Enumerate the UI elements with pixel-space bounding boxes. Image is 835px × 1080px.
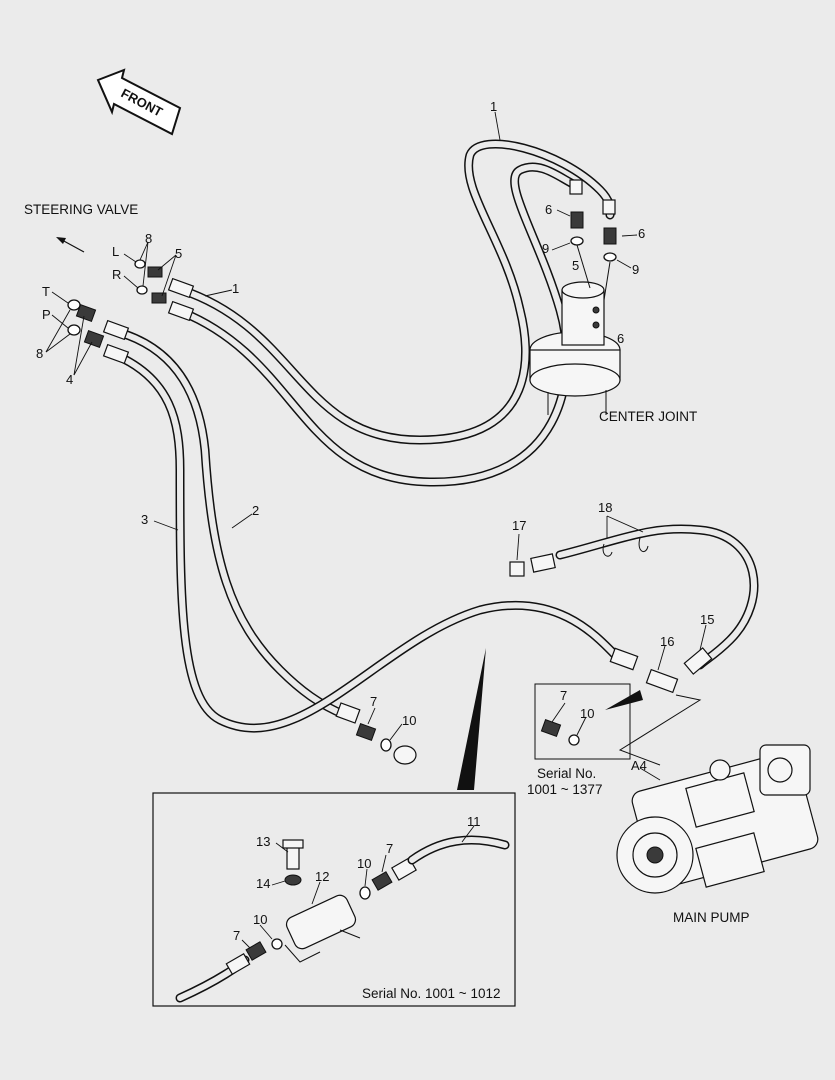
mid-fittings-7-10 xyxy=(335,702,417,765)
part-num-17: 17 xyxy=(512,518,526,533)
main-pump xyxy=(616,694,819,894)
part-num-13: 13 xyxy=(256,834,270,849)
serial-large-label: Serial No. 1001 ~ 1012 xyxy=(362,986,500,1001)
part-num-1-top: 1 xyxy=(490,99,497,114)
part-num-5-left: 5 xyxy=(175,246,182,261)
part-num-7-inset: 7 xyxy=(560,688,567,703)
port-label-L: L xyxy=(112,244,119,259)
part-num-11: 11 xyxy=(467,814,481,829)
part-num-10-large-a: 10 xyxy=(357,856,371,871)
adapter-4-fittings xyxy=(75,303,105,349)
part-num-6-a: 6 xyxy=(545,202,552,217)
part-num-18: 18 xyxy=(598,500,612,515)
part-num-10-large-b: 10 xyxy=(253,912,267,927)
part-num-9-a: 9 xyxy=(542,241,549,256)
port-label-P: P xyxy=(42,307,51,322)
o-rings-8 xyxy=(67,259,148,336)
serial-inset-large: Serial No. 1001 ~ 1012 xyxy=(152,648,516,1007)
part-num-3: 3 xyxy=(141,512,148,527)
center-joint xyxy=(529,281,621,415)
main-pump-caption: MAIN PUMP xyxy=(673,910,750,925)
port-label-R: R xyxy=(112,267,121,282)
plug-17-and-clamps-18 xyxy=(509,537,649,577)
front-direction-arrow: FRONT xyxy=(96,68,182,136)
adapter-5-fittings xyxy=(147,266,167,304)
part-num-5-right: 5 xyxy=(572,258,579,273)
part-number-labels: 1 1 2 3 4 5 5 6 6 6 7 7 7 7 8 8 9 9 10 1… xyxy=(36,99,714,943)
port-label-A4: A4 xyxy=(631,758,647,773)
part-num-16: 16 xyxy=(660,634,674,649)
hose-3 xyxy=(113,351,625,733)
center-joint-fittings xyxy=(569,179,617,301)
part-num-8-top: 8 xyxy=(145,231,152,246)
part-num-6-c: 6 xyxy=(617,331,624,346)
part-num-2: 2 xyxy=(252,503,259,518)
steering-valve-arrow xyxy=(56,237,85,253)
part-num-6-b: 6 xyxy=(638,226,645,241)
hose-1-upper xyxy=(177,139,616,445)
part-num-10-mid: 10 xyxy=(402,713,416,728)
part-num-15: 15 xyxy=(700,612,714,627)
part-num-8-left: 8 xyxy=(36,346,43,361)
serial-small-range: 1001 ~ 1377 xyxy=(527,782,602,797)
part-num-14: 14 xyxy=(256,876,270,891)
hose-1-lower xyxy=(177,162,580,487)
hose-15 xyxy=(555,524,759,670)
port-label-T: T xyxy=(42,284,50,299)
serial-small-label: Serial No. xyxy=(537,766,596,781)
hose-2 xyxy=(113,327,350,720)
part-num-7-large-b: 7 xyxy=(233,928,240,943)
leader-lines xyxy=(45,111,707,949)
part-num-10-inset: 10 xyxy=(580,706,594,721)
serial-inset-small: Serial No. 1001 ~ 1377 xyxy=(527,683,643,797)
center-joint-caption: CENTER JOINT xyxy=(599,409,697,424)
part-num-12: 12 xyxy=(315,869,329,884)
part-num-9-b: 9 xyxy=(632,262,639,277)
tee-16 xyxy=(609,647,713,694)
hose-end-fittings-left xyxy=(102,277,195,365)
part-num-1-left: 1 xyxy=(232,281,239,296)
steering-valve-caption: STEERING VALVE xyxy=(24,202,138,217)
part-num-7-mid: 7 xyxy=(370,694,377,709)
part-num-4: 4 xyxy=(66,372,73,387)
part-num-7-large-a: 7 xyxy=(386,841,393,856)
